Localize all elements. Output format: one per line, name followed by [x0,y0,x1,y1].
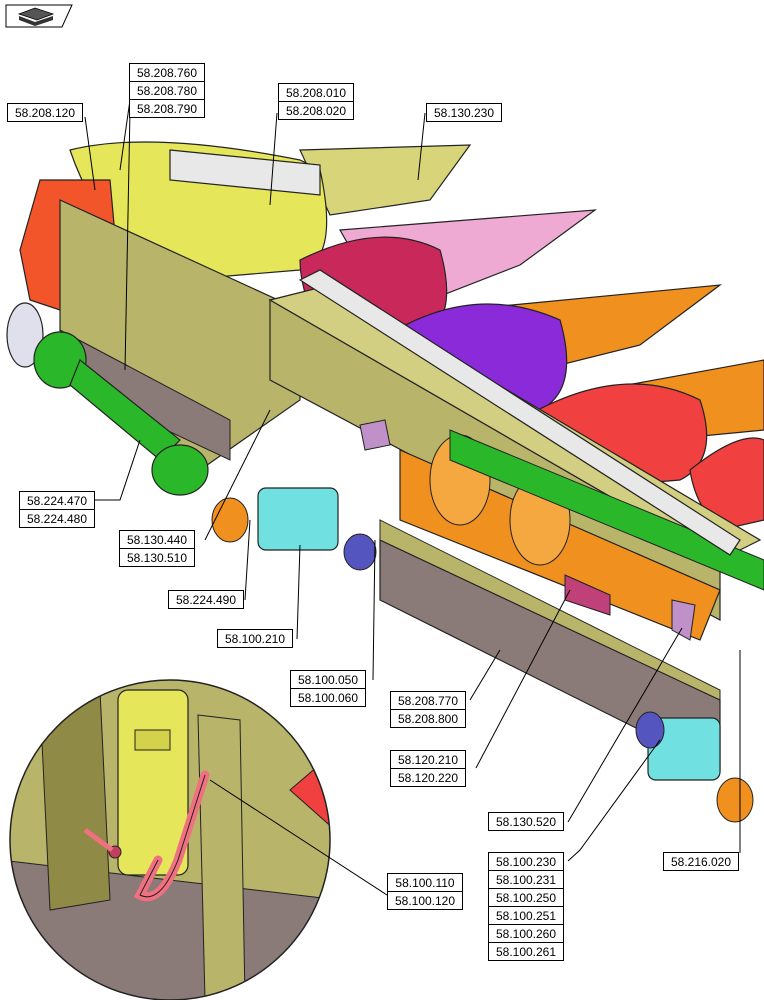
gearbox-cyan-2 [647,717,721,781]
callout-label[interactable]: 58.100.060 [290,688,366,707]
callout-group-13: 58.100.230 58.100.231 58.100.250 58.100.… [488,852,564,961]
callout-label[interactable]: 58.216.020 [663,852,739,871]
callout-label[interactable]: 58.100.110 [387,873,463,892]
callout-label[interactable]: 58.208.760 [129,63,205,82]
leader-lines [84,99,741,896]
callout-label[interactable]: 58.224.490 [168,590,244,609]
callout-group-5: 58.224.470 58.224.480 [19,491,95,528]
callout-label[interactable]: 58.120.220 [390,768,466,787]
bracket-magenta-2 [671,599,696,641]
callout-label[interactable]: 58.100.120 [387,891,463,910]
callout-label[interactable]: 58.208.770 [390,691,466,710]
orange-hub-right [716,777,754,823]
callout-label[interactable]: 58.100.260 [488,924,564,943]
bracket-magenta-1 [564,574,611,616]
gearbox-blue-ring-2 [635,711,665,749]
pto-green-left [33,331,87,389]
callout-group-11: 58.120.210 58.120.220 [390,750,466,787]
detail-view [10,680,330,1000]
callout-label[interactable]: 58.100.230 [488,852,564,871]
callout-label[interactable]: 58.208.120 [7,103,83,122]
callout-label[interactable]: 58.224.470 [19,491,95,510]
callout-label[interactable]: 58.100.250 [488,888,564,907]
orange-hub-left [211,497,249,543]
callout-label[interactable]: 58.100.210 [217,629,293,648]
callout-label[interactable]: 58.208.780 [129,81,205,100]
bracket-magenta-3 [359,419,391,451]
gearbox-blue-ring-1 [343,533,377,571]
callout-group-1: 58.208.760 58.208.780 58.208.790 [129,63,205,118]
callout-label[interactable]: 58.120.210 [390,750,466,769]
hydraulic-cylinder [298,269,741,556]
callout-label[interactable]: 58.208.790 [129,99,205,118]
callout-label[interactable]: 58.208.020 [278,101,354,120]
callout-group-3: 58.208.010 58.208.020 [278,83,354,120]
green-strip [449,429,764,591]
cylinder-top-white [169,149,321,196]
skirt-top [379,519,721,701]
callout-label[interactable]: 58.100.261 [488,942,564,961]
callout-label[interactable]: 58.100.251 [488,906,564,925]
callout-label[interactable]: 58.208.010 [278,83,354,102]
callout-group-7: 58.224.490 [168,590,244,609]
callout-group-12: 58.130.520 [488,812,564,831]
detail-circle-border [9,679,331,1000]
callout-label[interactable]: 58.130.510 [119,548,195,567]
pto-green-right [151,444,209,496]
callout-label[interactable]: 58.208.800 [390,709,466,728]
callout-group-9: 58.100.050 58.100.060 [290,670,366,707]
callout-group-2: 58.208.120 [7,103,83,122]
callout-group-10: 58.208.770 58.208.800 [390,691,466,728]
gearbox-cyan-1 [257,487,339,551]
callout-label[interactable]: 58.100.231 [488,870,564,889]
back-arrow-icon[interactable] [5,4,73,28]
callout-label[interactable]: 58.100.050 [290,670,366,689]
roller-red-2 [689,437,764,531]
callout-group-6: 58.130.440 58.130.510 [119,530,195,567]
callout-label[interactable]: 58.130.440 [119,530,195,549]
callout-group-8: 58.100.210 [217,629,293,648]
callout-group-4: 58.130.230 [426,103,502,122]
drive-hub-white [6,302,44,368]
callout-label[interactable]: 58.224.480 [19,509,95,528]
callout-label[interactable]: 58.130.230 [426,103,502,122]
callout-label[interactable]: 58.130.520 [488,812,564,831]
callout-group-15: 58.100.110 58.100.120 [387,873,463,910]
callout-group-14: 58.216.020 [663,852,739,871]
